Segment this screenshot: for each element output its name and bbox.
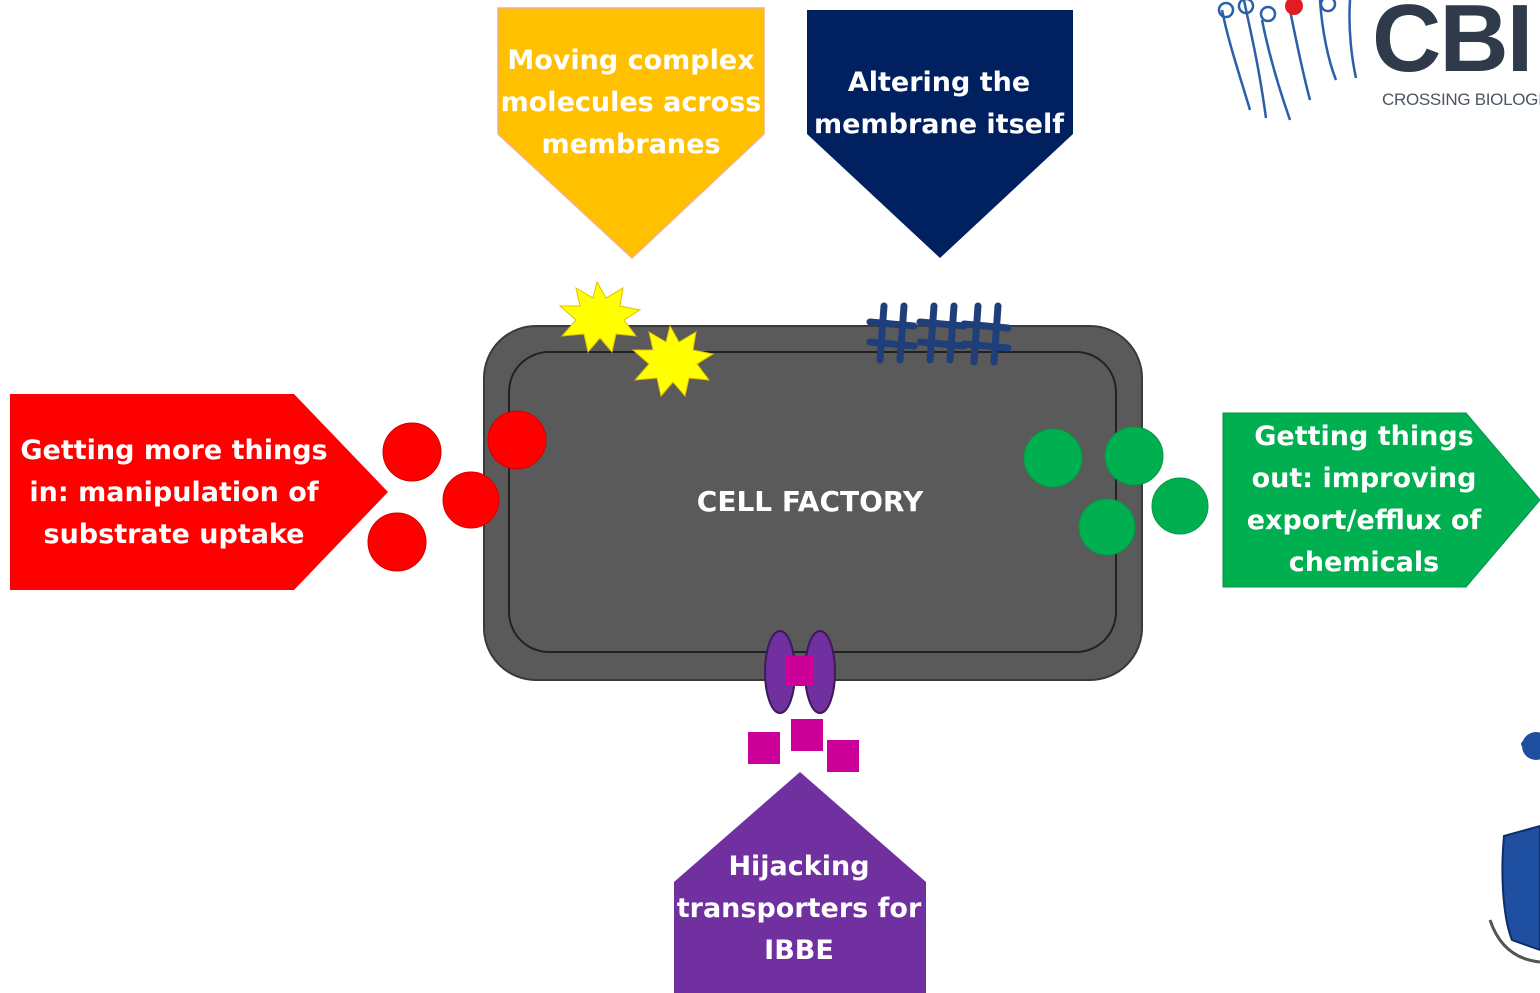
substrate-molecules xyxy=(367,410,547,572)
logo-red-dot-icon xyxy=(1285,0,1303,15)
label-hijacking-transporters: Hijacking transporters for IBBE xyxy=(676,851,922,966)
export-dot xyxy=(1104,426,1164,486)
substrate-dot xyxy=(367,512,427,572)
cargo-square xyxy=(786,656,814,686)
label-getting-things-in: Getting more things in: manipulation of … xyxy=(20,435,328,550)
partner-logo-gear-icon xyxy=(1521,732,1540,760)
university-crest-icon xyxy=(1488,824,1540,964)
export-dot xyxy=(1023,428,1083,488)
box-moving-complex-molecules xyxy=(497,7,765,260)
export-dot xyxy=(1151,477,1209,535)
substrate-dot xyxy=(382,422,442,482)
logo-tagline: CROSSING BIOLOGICAL xyxy=(1382,90,1540,109)
logo-molecule-icon xyxy=(1217,0,1358,121)
membrane-protein-icons xyxy=(866,302,1012,366)
cargo-molecules xyxy=(748,719,859,772)
cargo-square xyxy=(791,719,823,751)
transporter-channel xyxy=(764,630,836,714)
export-molecules xyxy=(1023,426,1209,556)
cargo-square xyxy=(748,732,780,764)
box-getting-things-out xyxy=(1222,412,1540,588)
box-getting-things-in xyxy=(10,394,388,590)
label-getting-things-out: Getting things out: improving export/eff… xyxy=(1246,421,1482,578)
substrate-dot xyxy=(487,410,547,470)
box-hijacking-transporters xyxy=(674,772,926,993)
export-dot xyxy=(1078,498,1136,556)
logo-wordmark: CBI xyxy=(1372,0,1533,92)
substrate-dot xyxy=(442,471,500,529)
cell-factory-label: CELL FACTORY xyxy=(696,485,924,518)
label-altering-membrane: Altering the membrane itself xyxy=(814,67,1064,140)
box-altering-membrane xyxy=(807,10,1073,258)
label-moving-complex-molecules: Moving complex molecules across membrane… xyxy=(500,45,762,160)
starburst-icon xyxy=(558,280,642,354)
starburst-icon xyxy=(631,324,715,398)
cargo-square xyxy=(827,740,859,772)
